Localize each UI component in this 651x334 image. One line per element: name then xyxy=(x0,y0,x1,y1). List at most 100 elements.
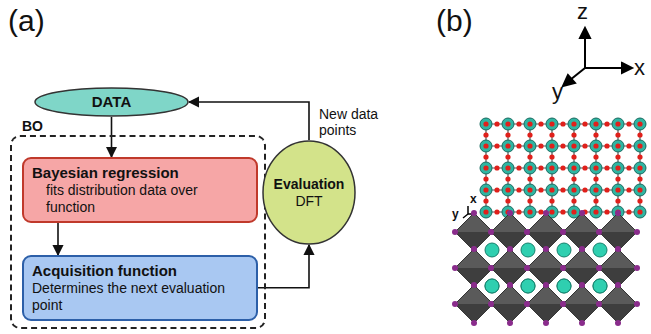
a-site-atom xyxy=(485,279,499,293)
cation-atom xyxy=(634,118,646,130)
cation-atom xyxy=(502,184,514,196)
oxygen-atom xyxy=(527,143,532,148)
cation-atom xyxy=(634,184,646,196)
axis-label: x xyxy=(470,193,477,206)
flow-arrow xyxy=(57,223,59,255)
cation-atom xyxy=(524,184,536,196)
anion-atom xyxy=(615,282,621,288)
panel-label: (b) xyxy=(436,4,473,37)
oxygen-atom xyxy=(505,121,510,126)
oxygen-atom xyxy=(538,209,543,214)
anion-atom xyxy=(524,301,530,307)
oxygen-atom xyxy=(527,154,532,159)
oxygen-atom xyxy=(483,209,488,214)
anion-atom xyxy=(579,282,585,288)
anion-atom xyxy=(615,320,621,326)
oxygen-atom xyxy=(549,154,554,159)
oxygen-atom xyxy=(505,187,510,192)
oxygen-atom xyxy=(483,154,488,159)
oxygen-atom xyxy=(615,154,620,159)
node-heading: Acquisition function xyxy=(32,262,248,280)
oxygen-atom xyxy=(560,209,565,214)
mini-axis xyxy=(467,206,469,214)
oxygen-atom xyxy=(494,209,499,214)
oxygen-atom xyxy=(637,132,642,137)
axis-label: x xyxy=(634,56,645,80)
bo-group: BOBayesian regressionfits distribution d… xyxy=(10,135,266,329)
cation-atom xyxy=(480,162,492,174)
oxygen-atom xyxy=(637,121,642,126)
cation-atom xyxy=(480,140,492,152)
oxygen-atom xyxy=(527,165,532,170)
oxygen-atom xyxy=(549,187,554,192)
a-site-atom xyxy=(593,279,607,293)
a-site-atom xyxy=(521,279,535,293)
a-site-atom xyxy=(593,243,607,257)
oxygen-atom xyxy=(483,165,488,170)
oxygen-atom xyxy=(593,176,598,181)
anion-atom xyxy=(579,246,585,252)
anion-atom xyxy=(543,210,549,216)
anion-atom xyxy=(471,320,477,326)
oxygen-atom xyxy=(571,143,576,148)
oxygen-atom xyxy=(560,187,565,192)
process-box: Bayesian regressionfits distribution dat… xyxy=(22,157,258,223)
oxygen-atom xyxy=(593,121,598,126)
cation-atom xyxy=(590,162,602,174)
node-heading: Bayesian regression xyxy=(32,164,248,182)
evaluation-circle: EvaluationDFT xyxy=(262,140,356,245)
octahedron-face xyxy=(599,232,637,251)
cation-atom xyxy=(502,140,514,152)
anion-atom xyxy=(488,265,494,271)
oxygen-atom xyxy=(582,143,587,148)
anion-atom xyxy=(615,210,621,216)
oxygen-atom xyxy=(483,132,488,137)
anion-atom xyxy=(488,301,494,307)
oxygen-atom xyxy=(516,143,521,148)
oxygen-atom xyxy=(582,121,587,126)
a-site-atom xyxy=(557,243,571,257)
anion-atom xyxy=(634,229,640,235)
oxygen-atom xyxy=(615,176,620,181)
a-site-atom xyxy=(521,279,535,293)
anion-atom xyxy=(488,229,494,235)
oxygen-atom xyxy=(505,198,510,203)
oxygen-atom xyxy=(637,154,642,159)
cation-atom xyxy=(568,184,580,196)
oxygen-atom xyxy=(483,187,488,192)
cation-atom xyxy=(502,162,514,174)
anion-atom xyxy=(471,210,477,216)
cation-atom xyxy=(634,162,646,174)
oxygen-atom xyxy=(505,176,510,181)
oxygen-atom xyxy=(516,187,521,192)
oxygen-atom xyxy=(527,187,532,192)
cation-atom xyxy=(612,118,624,130)
anion-atom xyxy=(507,246,513,252)
oxygen-atom xyxy=(637,165,642,170)
anion-atom xyxy=(596,229,602,235)
oxygen-atom xyxy=(494,121,499,126)
oxygen-atom xyxy=(527,176,532,181)
oxygen-atom xyxy=(494,165,499,170)
octahedron xyxy=(599,285,637,323)
anion-atom xyxy=(524,265,530,271)
edge-label: New data points xyxy=(319,106,391,138)
oxygen-atom xyxy=(560,121,565,126)
anion-atom xyxy=(543,320,549,326)
cation-atom xyxy=(568,162,580,174)
anion-atom xyxy=(452,301,458,307)
anion-atom xyxy=(524,229,530,235)
oxygen-atom xyxy=(571,154,576,159)
oxygen-atom xyxy=(538,121,543,126)
cation-atom xyxy=(480,184,492,196)
oxygen-atom xyxy=(549,121,554,126)
oxygen-atom xyxy=(483,198,488,203)
anion-atom xyxy=(560,265,566,271)
oxygen-atom xyxy=(615,198,620,203)
cation-atom xyxy=(568,118,580,130)
oxygen-atom xyxy=(593,209,598,214)
oxygen-atom xyxy=(549,165,554,170)
anion-atom xyxy=(596,301,602,307)
anion-atom xyxy=(579,210,585,216)
oxygen-atom xyxy=(494,187,499,192)
